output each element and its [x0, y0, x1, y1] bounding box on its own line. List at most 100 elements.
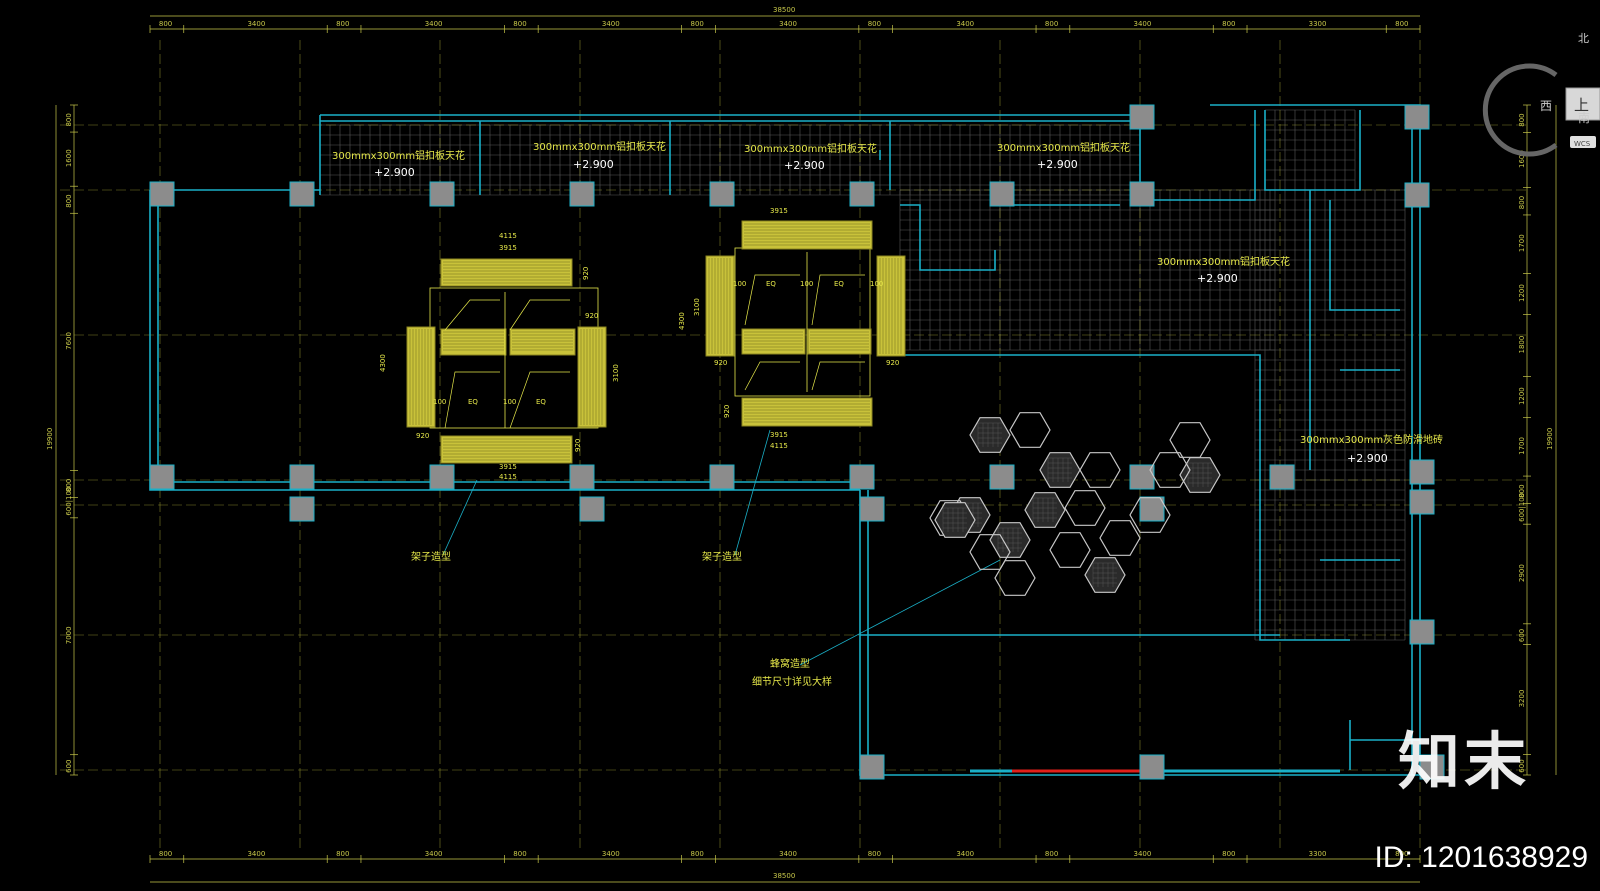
column — [859, 496, 885, 522]
sofa-block — [741, 220, 873, 250]
column — [569, 464, 595, 490]
bottom-segment-dim: 3400 — [779, 850, 797, 858]
right-segment-dim: 600 — [1518, 629, 1526, 642]
fdim-920-d: 920 — [886, 359, 899, 367]
column — [1419, 754, 1445, 780]
right-segment-dim: 1600 — [1518, 150, 1526, 168]
compass-up: 上 — [1574, 96, 1589, 114]
bottom-segment-dim: 800 — [159, 850, 172, 858]
top-segment-dim: 800 — [1395, 20, 1408, 28]
honeycomb-cell — [1129, 497, 1171, 533]
right-segment-dim: 800 — [1518, 196, 1526, 209]
right-segment-dim: 2900 — [1518, 564, 1526, 582]
fdim-eq-a: EQ — [468, 398, 478, 406]
fdim-100-c: 100 — [733, 280, 746, 288]
fdim-920-g: 920 — [723, 405, 731, 418]
fdim-100-e: 100 — [870, 280, 883, 288]
bottom-segment-dim: 800 — [1222, 850, 1235, 858]
fdim-4300-a: 4300 — [379, 354, 387, 372]
bottom-segment-dim: 3400 — [247, 850, 265, 858]
bottom-segment-dim: 800 — [336, 850, 349, 858]
bottom-total-dim: 38500 — [773, 872, 795, 880]
right-segment-dim: 800 — [1518, 113, 1526, 126]
column — [149, 464, 175, 490]
column — [289, 464, 315, 490]
bottom-segment-dim: 800 — [691, 850, 704, 858]
sofa-block — [406, 326, 436, 428]
bottom-segment-dim: 3400 — [956, 850, 974, 858]
right-segment-dim: 600 — [1518, 759, 1526, 772]
sofa-block — [705, 255, 735, 357]
honeycomb-cell — [1079, 452, 1121, 488]
right-segment-dim: 3200 — [1518, 690, 1526, 708]
column — [1139, 496, 1165, 522]
top-segment-dim: 800 — [513, 20, 526, 28]
column — [1409, 459, 1435, 485]
sofa-furniture — [406, 220, 1001, 666]
fdim-100-a: 100 — [433, 398, 446, 406]
bottom-segment-dim: 800 — [513, 850, 526, 858]
column — [849, 464, 875, 490]
fdim-4115-a: 4115 — [499, 232, 517, 240]
ceiling-label-5: 300mmx300mm铝扣板天花 — [1157, 255, 1290, 268]
right-segment-dim: 600|100 — [1518, 493, 1526, 522]
left-segment-dim: 600 — [65, 759, 73, 772]
honeycomb-feature — [929, 412, 1221, 596]
ceiling-label-3: 300mmx300mm铝扣板天花 — [744, 142, 877, 155]
compass-north: 北 — [1578, 32, 1589, 45]
column — [289, 496, 315, 522]
top-segment-dim: 800 — [1222, 20, 1235, 28]
column — [429, 464, 455, 490]
rack-detail — [744, 274, 865, 391]
top-segment-dim: 800 — [336, 20, 349, 28]
top-segment-dim: 800 — [159, 20, 172, 28]
view-cube[interactable] — [1565, 87, 1600, 121]
honeycomb-cell — [969, 417, 1011, 453]
wall-line — [149, 190, 860, 491]
honeycomb-label-2: 细节尺寸详见大样 — [752, 675, 832, 688]
fdim-3100-b: 3100 — [693, 298, 701, 316]
column — [429, 181, 455, 207]
wall-line — [1329, 200, 1400, 311]
rack-outline — [429, 287, 599, 429]
rack-label-1: 架子造型 — [411, 550, 451, 563]
compass-south: 南 — [1578, 110, 1590, 125]
rack-outline — [734, 247, 871, 397]
fdim-920-f: 920 — [574, 439, 582, 452]
left-segment-dim: 800 — [65, 194, 73, 207]
right-segment-dim: 1200 — [1518, 387, 1526, 405]
column — [569, 181, 595, 207]
bottom-segment-dim: 3400 — [425, 850, 443, 858]
leader-line — [442, 479, 478, 556]
ceiling-label-4: 300mmx300mm铝扣板天花 — [997, 141, 1130, 154]
view-compass[interactable]: 上 北 西 南 WCS — [1482, 32, 1600, 157]
rack-detail — [444, 299, 570, 429]
bottom-segment-dim: 800 — [1045, 850, 1058, 858]
top-total-dim: 38500 — [773, 6, 795, 14]
honeycomb-cell — [989, 522, 1031, 558]
left-segment-dim: 600|100 — [65, 487, 73, 516]
right-total-dim: 19900 — [1546, 428, 1554, 450]
column — [709, 181, 735, 207]
wall-line — [1264, 110, 1361, 191]
walls — [149, 104, 1421, 776]
top-segment-dim: 3400 — [956, 20, 974, 28]
honeycomb-cell — [1149, 452, 1191, 488]
sofa-block — [509, 328, 576, 356]
ceiling-level-5: +2.900 — [1197, 272, 1238, 285]
left-segment-dim: 7000 — [65, 626, 73, 644]
column — [1404, 182, 1430, 208]
column — [989, 181, 1015, 207]
top-segment-dim: 3400 — [425, 20, 443, 28]
column — [1129, 181, 1155, 207]
left-segment-dim: 800 — [65, 479, 73, 492]
columns — [149, 104, 1445, 780]
column — [1409, 619, 1435, 645]
column — [709, 464, 735, 490]
leader-line — [799, 559, 1001, 666]
top-segment-dim: 800 — [868, 20, 881, 28]
right-segment-dim: 800 — [1518, 484, 1526, 497]
column — [1269, 464, 1295, 490]
wcs-label[interactable]: WCS — [1574, 140, 1591, 148]
sofa-block — [741, 397, 873, 427]
